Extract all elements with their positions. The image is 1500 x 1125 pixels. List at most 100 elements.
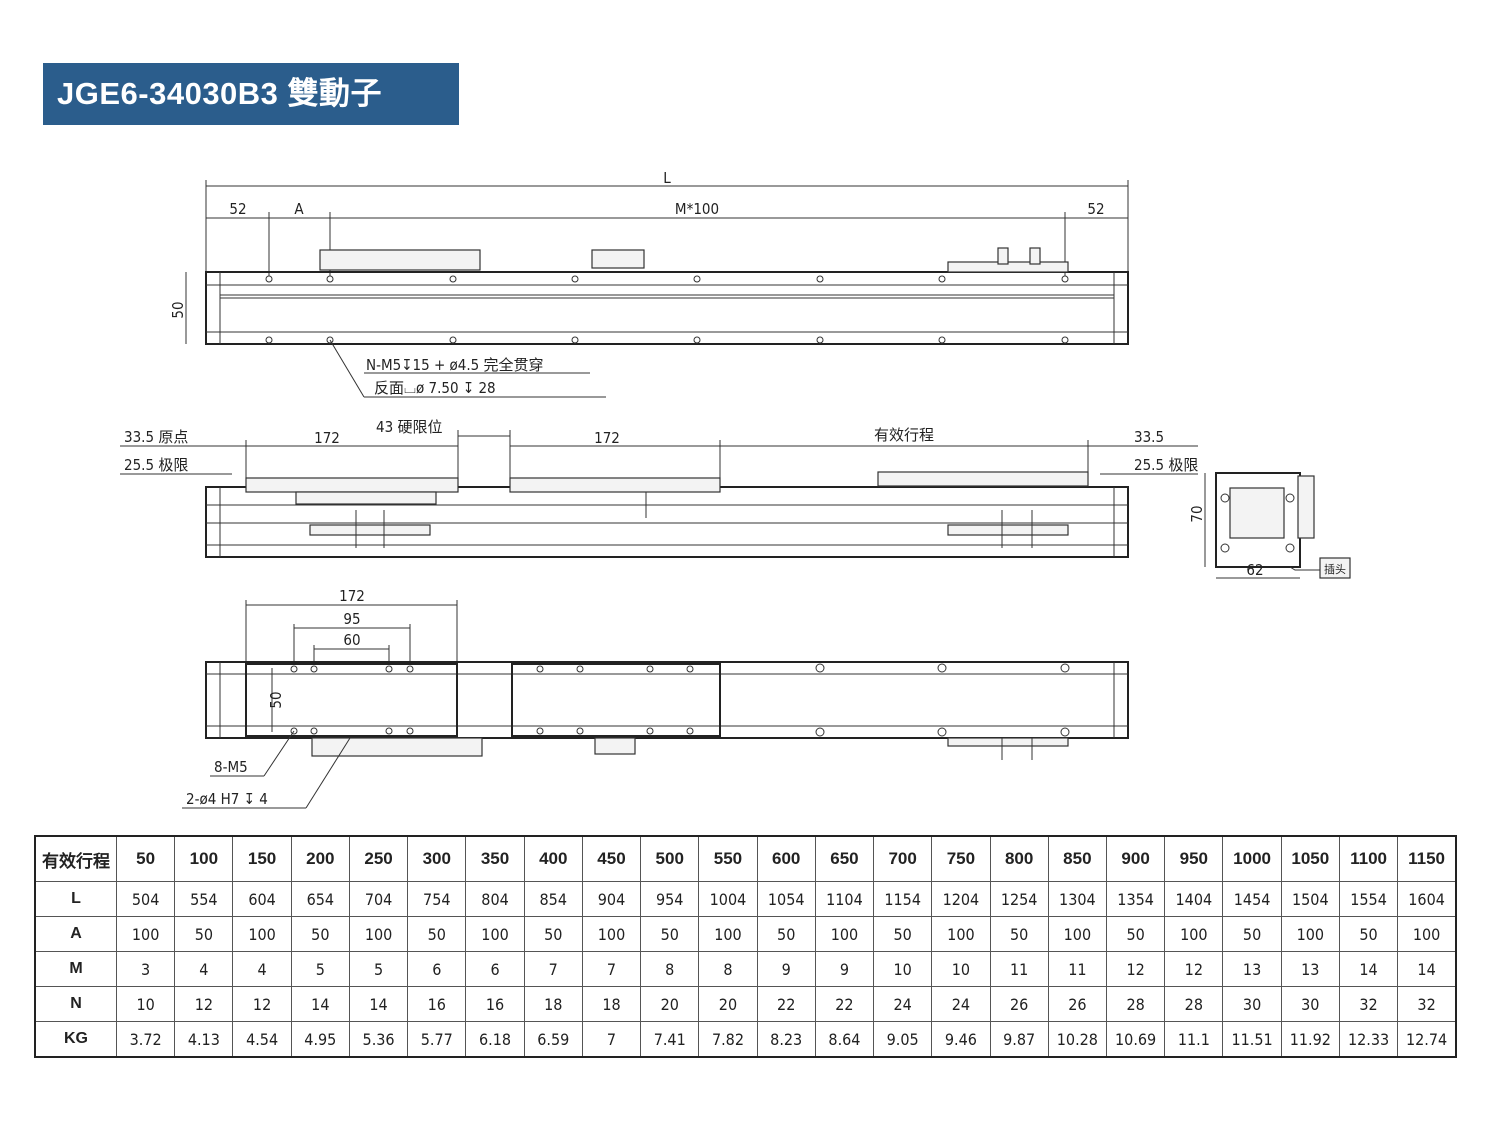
header-cell-stroke: 250: [348, 835, 409, 882]
table-cell: 50: [1222, 916, 1282, 952]
table-cell: 1454: [1222, 881, 1282, 917]
table-cell: 5.77: [407, 1021, 467, 1058]
table-cell: 11: [989, 951, 1049, 987]
table-cell: 22: [756, 986, 816, 1022]
table-cell: 1304: [1047, 881, 1107, 917]
table-cell: 4.54: [232, 1021, 292, 1058]
table-cell: 12.74: [1397, 1021, 1457, 1058]
table-cell: 504: [115, 881, 176, 917]
table-cell: 13: [1280, 951, 1340, 987]
table-cell: 954: [640, 881, 700, 917]
header-cell-stroke: 1150: [1397, 835, 1457, 882]
table-cell: 100: [698, 916, 758, 952]
label-hard-limit: 43 硬限位: [376, 418, 442, 436]
carriage-view: 172 95 60 50: [182, 587, 1129, 809]
header-cell-stroke: 700: [873, 835, 933, 882]
table-cell: 4.95: [290, 1021, 350, 1058]
header-cell-stroke: 200: [290, 835, 350, 882]
table-cell: 9.05: [873, 1021, 933, 1058]
table-cell: 14: [290, 986, 350, 1022]
table-cell: 1354: [1105, 881, 1166, 917]
table-cell: 100: [465, 916, 525, 952]
table-cell: 10: [931, 951, 991, 987]
header-cell-stroke: 950: [1164, 835, 1224, 882]
table-cell: 24: [931, 986, 991, 1022]
side-view: 33.5 原点 25.5 极限 172 43 硬限位 172 有效行程 33.5…: [120, 418, 1198, 558]
table-cell: 50: [756, 916, 816, 952]
table-cell: 5: [348, 951, 409, 987]
table-cell: 7.82: [698, 1021, 758, 1058]
table-cell: 100: [814, 916, 875, 952]
table-cell: 18: [523, 986, 583, 1022]
table-cell: 12.33: [1338, 1021, 1399, 1058]
table-cell: 8: [698, 951, 758, 987]
table-cell: 3.72: [115, 1021, 176, 1058]
table-cell: 1254: [989, 881, 1049, 917]
carriage-holes: [290, 663, 1070, 737]
table-cell: 3: [115, 951, 176, 987]
header-cell-stroke: 350: [465, 835, 525, 882]
table-cell: 8: [640, 951, 700, 987]
dim-L: L: [663, 169, 671, 187]
table-cell: 704: [348, 881, 409, 917]
table-cell: 754: [407, 881, 467, 917]
table-cell: 8.23: [756, 1021, 816, 1058]
row-label: N: [34, 986, 117, 1022]
table-cell: 11.1: [1164, 1021, 1224, 1058]
table-cell: 1554: [1338, 881, 1399, 917]
table-cell: 654: [290, 881, 350, 917]
header-cell-stroke: 1000: [1222, 835, 1282, 882]
header-cell-stroke: 750: [931, 835, 991, 882]
dim-50: 50: [267, 691, 285, 708]
dim-left-52: 52: [229, 200, 246, 218]
table-cell: 100: [115, 916, 176, 952]
table-cell: 30: [1280, 986, 1340, 1022]
table-cell: 18: [581, 986, 642, 1022]
table-cell: 20: [698, 986, 758, 1022]
table-cell: 14: [1397, 951, 1457, 987]
table-cell: 10.69: [1105, 1021, 1166, 1058]
dim-height-70: 70: [1188, 505, 1206, 522]
header-cell-stroke: 800: [989, 835, 1049, 882]
table-cell: 6: [465, 951, 525, 987]
table-cell: 7: [581, 1021, 642, 1058]
dim-172-right: 172: [594, 429, 620, 447]
table-cell: 16: [407, 986, 467, 1022]
table-cell: 12: [174, 986, 234, 1022]
label-right-335: 33.5: [1134, 428, 1164, 446]
table-cell: 16: [465, 986, 525, 1022]
table-cell: 11.92: [1280, 1021, 1340, 1058]
mounting-holes-top: [265, 275, 1069, 344]
table-cell: 100: [348, 916, 409, 952]
table-cell: 12: [1105, 951, 1166, 987]
table-cell: 100: [581, 916, 642, 952]
table-cell: 28: [1164, 986, 1224, 1022]
table-cell: 20: [640, 986, 700, 1022]
table-cell: 6.59: [523, 1021, 583, 1058]
label-pin-holes: 2-ø4 H7 ↧ 4: [186, 790, 268, 808]
row-label: A: [34, 916, 117, 952]
dim-95: 95: [343, 610, 360, 628]
table-cell: 14: [1338, 951, 1399, 987]
header-cell-label: 有效行程: [34, 835, 117, 882]
table-cell: 6: [407, 951, 467, 987]
table-cell: 604: [232, 881, 292, 917]
header-cell-stroke: 150: [232, 835, 292, 882]
hole-note-2: 反面⌴ø 7.50 ↧ 28: [374, 379, 496, 397]
table-cell: 32: [1338, 986, 1399, 1022]
dim-width-62: 62: [1246, 561, 1263, 579]
header-cell-stroke: 900: [1105, 835, 1166, 882]
header-cell-stroke: 550: [698, 835, 758, 882]
table-cell: 554: [174, 881, 234, 917]
table-cell: 13: [1222, 951, 1282, 987]
table-cell: 5: [290, 951, 350, 987]
table-cell: 24: [873, 986, 933, 1022]
header-cell-stroke: 50: [115, 835, 176, 882]
table-cell: 5.36: [348, 1021, 409, 1058]
table-cell: 22: [814, 986, 875, 1022]
row-label: KG: [34, 1021, 117, 1058]
table-cell: 100: [232, 916, 292, 952]
top-view: L 52 A M*100 52: [169, 169, 1129, 398]
